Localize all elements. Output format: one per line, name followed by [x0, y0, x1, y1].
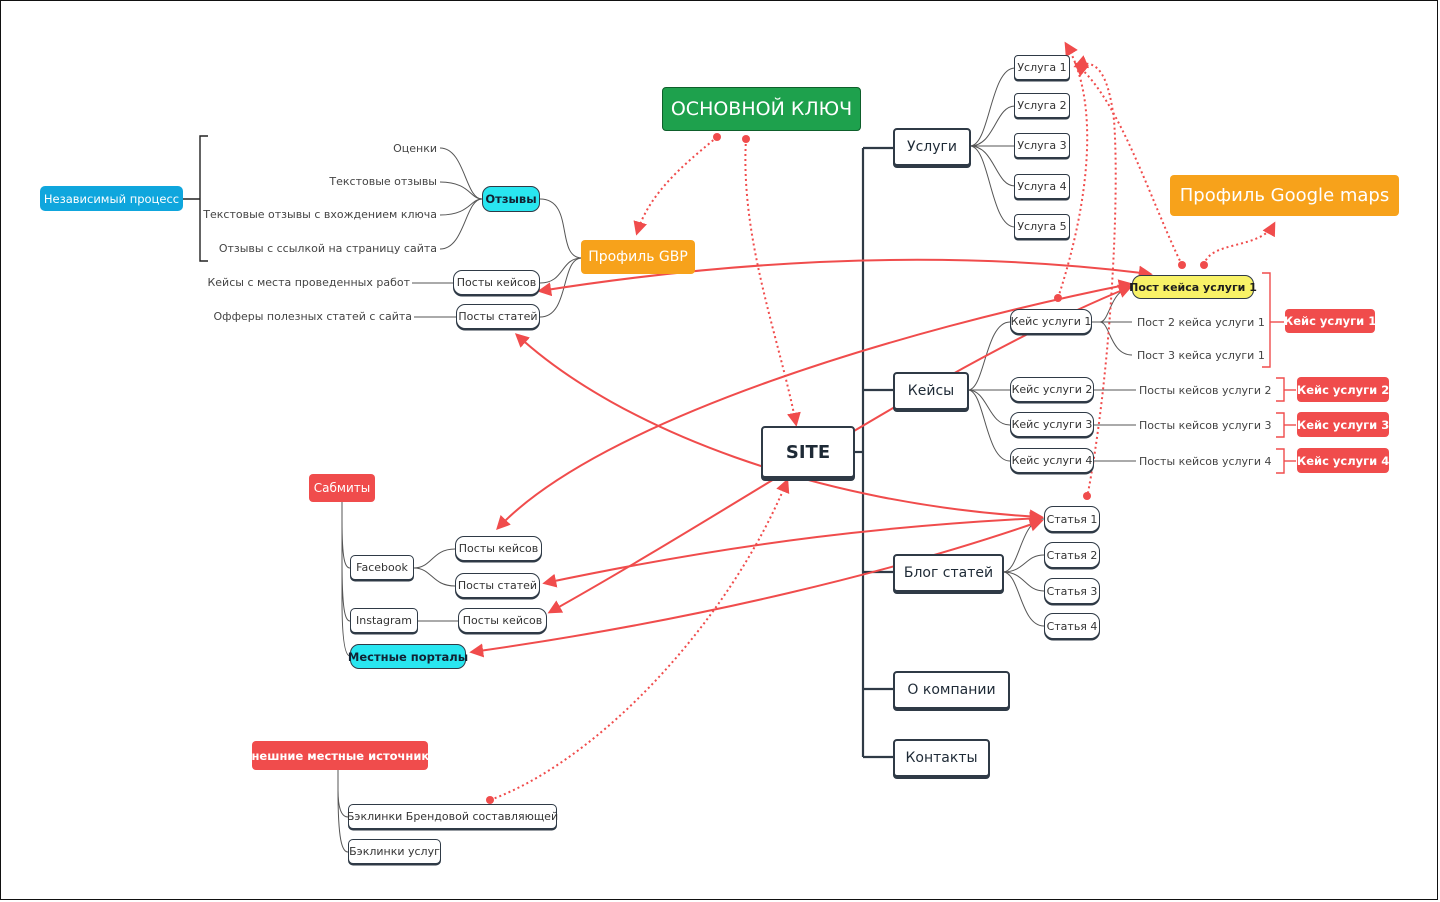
service-node[interactable]: Услуга 2 — [1014, 93, 1070, 118]
dotted-link-arrows — [489, 41, 1276, 801]
reviews-node[interactable]: Отзывы — [482, 186, 540, 212]
dot-anchors — [486, 133, 1208, 804]
case-tag[interactable]: Кейс услуги 3 — [1297, 412, 1389, 437]
external-sources-node[interactable]: Внешние местные источники — [243, 741, 437, 770]
article-node[interactable]: Статья 2 — [1044, 542, 1100, 568]
case-node[interactable]: Кейс услуги 3 — [1010, 412, 1094, 437]
review-item: Текстовые отзывы с вхождением ключа — [203, 208, 437, 221]
site-tree-lines — [855, 146, 893, 759]
instagram-node[interactable]: Instagram — [350, 608, 418, 633]
independent-process-badge: Независимый процесс — [40, 186, 183, 211]
article-node[interactable]: Статья 1 — [1044, 506, 1100, 532]
submits-node[interactable]: Сабмиты — [309, 474, 375, 502]
local-portals-node[interactable]: Местные порталы — [348, 644, 468, 669]
fb-article-posts[interactable]: Посты статей — [455, 573, 540, 598]
gbp-profile[interactable]: Профиль GBP — [581, 240, 695, 274]
facebook-node[interactable]: Facebook — [350, 555, 414, 580]
case-node[interactable]: Кейс услуги 2 — [1010, 377, 1094, 402]
case-tag[interactable]: Кейс услуги 1 — [1284, 309, 1376, 333]
case-posts-label: Посты кейсов услуги 4 — [1139, 454, 1272, 468]
review-item: Оценки — [393, 142, 437, 155]
article-node[interactable]: Статья 3 — [1044, 578, 1100, 604]
article-node[interactable]: Статья 4 — [1044, 613, 1100, 639]
case-posts-label: Посты кейсов услуги 3 — [1139, 418, 1272, 432]
google-maps-profile[interactable]: Профиль Google maps — [1170, 175, 1399, 216]
service-node[interactable]: Услуга 5 — [1014, 214, 1070, 239]
case-post-label: Пост 2 кейса услуги 1 — [1137, 315, 1265, 329]
review-item: Текстовые отзывы — [329, 175, 437, 188]
ig-case-posts[interactable]: Посты кейсов — [458, 608, 547, 633]
service-node[interactable]: Услуга 4 — [1014, 174, 1070, 199]
case-tag[interactable]: Кейс услуги 2 — [1297, 377, 1389, 402]
service-backlinks[interactable]: Бэклинки услуг — [348, 839, 441, 864]
red-brackets — [1262, 272, 1296, 474]
site-node[interactable]: SITE — [761, 426, 855, 478]
fb-case-posts[interactable]: Посты кейсов — [455, 536, 542, 561]
service-node[interactable]: Услуга 1 — [1014, 55, 1070, 80]
case-post-label: Пост 3 кейса услуги 1 — [1137, 348, 1265, 362]
gbp-article-posts-desc: Офферы полезных статей с сайта — [213, 310, 413, 323]
brand-backlinks[interactable]: Бэклинки Брендовой составляющей — [347, 804, 558, 829]
branch-uslugi[interactable]: Услуги — [893, 128, 971, 166]
review-item: Отзывы с ссылкой на страницу сайта — [218, 242, 437, 255]
case-posts-label: Посты кейсов услуги 2 — [1139, 383, 1272, 397]
branch-blog[interactable]: Блог статей — [893, 554, 1004, 592]
case-node[interactable]: Кейс услуги 4 — [1010, 448, 1094, 473]
branch-company[interactable]: О компании — [893, 671, 1010, 709]
gbp-article-posts[interactable]: Посты статей — [456, 304, 540, 329]
case-tag[interactable]: Кейс услуги 4 — [1297, 448, 1389, 473]
gbp-case-posts-desc: Кейсы с места проведенных работ — [207, 276, 410, 289]
brackets — [183, 135, 208, 262]
case-post-highlight[interactable]: Пост кейса услуги 1 — [1129, 275, 1257, 299]
branch-contacts[interactable]: Контакты — [893, 739, 990, 777]
main-key-node[interactable]: ОСНОВНОЙ КЛЮЧ — [662, 87, 861, 131]
branch-keisy[interactable]: Кейсы — [893, 372, 969, 410]
gbp-case-posts[interactable]: Посты кейсов — [453, 270, 540, 295]
service-node[interactable]: Услуга 3 — [1014, 133, 1070, 158]
case-node[interactable]: Кейс услуги 1 — [1010, 309, 1092, 334]
